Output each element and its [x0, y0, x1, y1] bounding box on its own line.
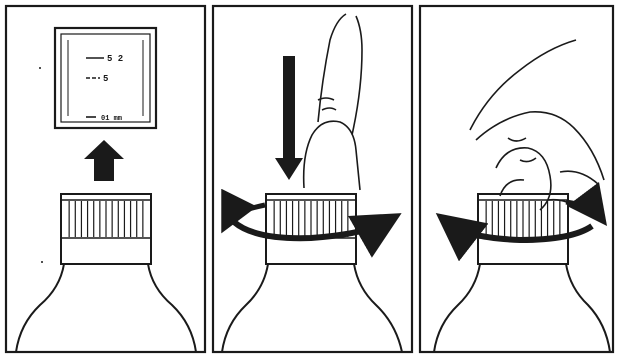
- bottle-body-2: [222, 264, 402, 352]
- rotate-clockwise-arrows-icon: [228, 205, 386, 238]
- panel-3: [420, 6, 613, 352]
- bottle-cap-2: [266, 194, 356, 264]
- bottle-body-3: [434, 264, 610, 352]
- card-label-1: 5 2: [107, 54, 123, 64]
- bottle-body-1: [16, 264, 196, 352]
- bottle-cap-3: [478, 194, 568, 264]
- fingers-gripping-cap: [470, 40, 604, 210]
- panel-1: 5 2 5 01 mm: [6, 6, 205, 352]
- card-label-2: 5: [103, 74, 108, 84]
- down-arrow-icon: [275, 56, 303, 180]
- up-arrow-icon: [84, 140, 124, 181]
- measuring-card: 5 2 5 01 mm: [55, 28, 156, 128]
- panel-2-frame: [213, 6, 412, 352]
- finger-pressing-down: [304, 14, 362, 190]
- bottle-cap-1: [61, 194, 151, 264]
- card-label-3: 01 mm: [101, 115, 122, 123]
- panel-2: [213, 6, 412, 352]
